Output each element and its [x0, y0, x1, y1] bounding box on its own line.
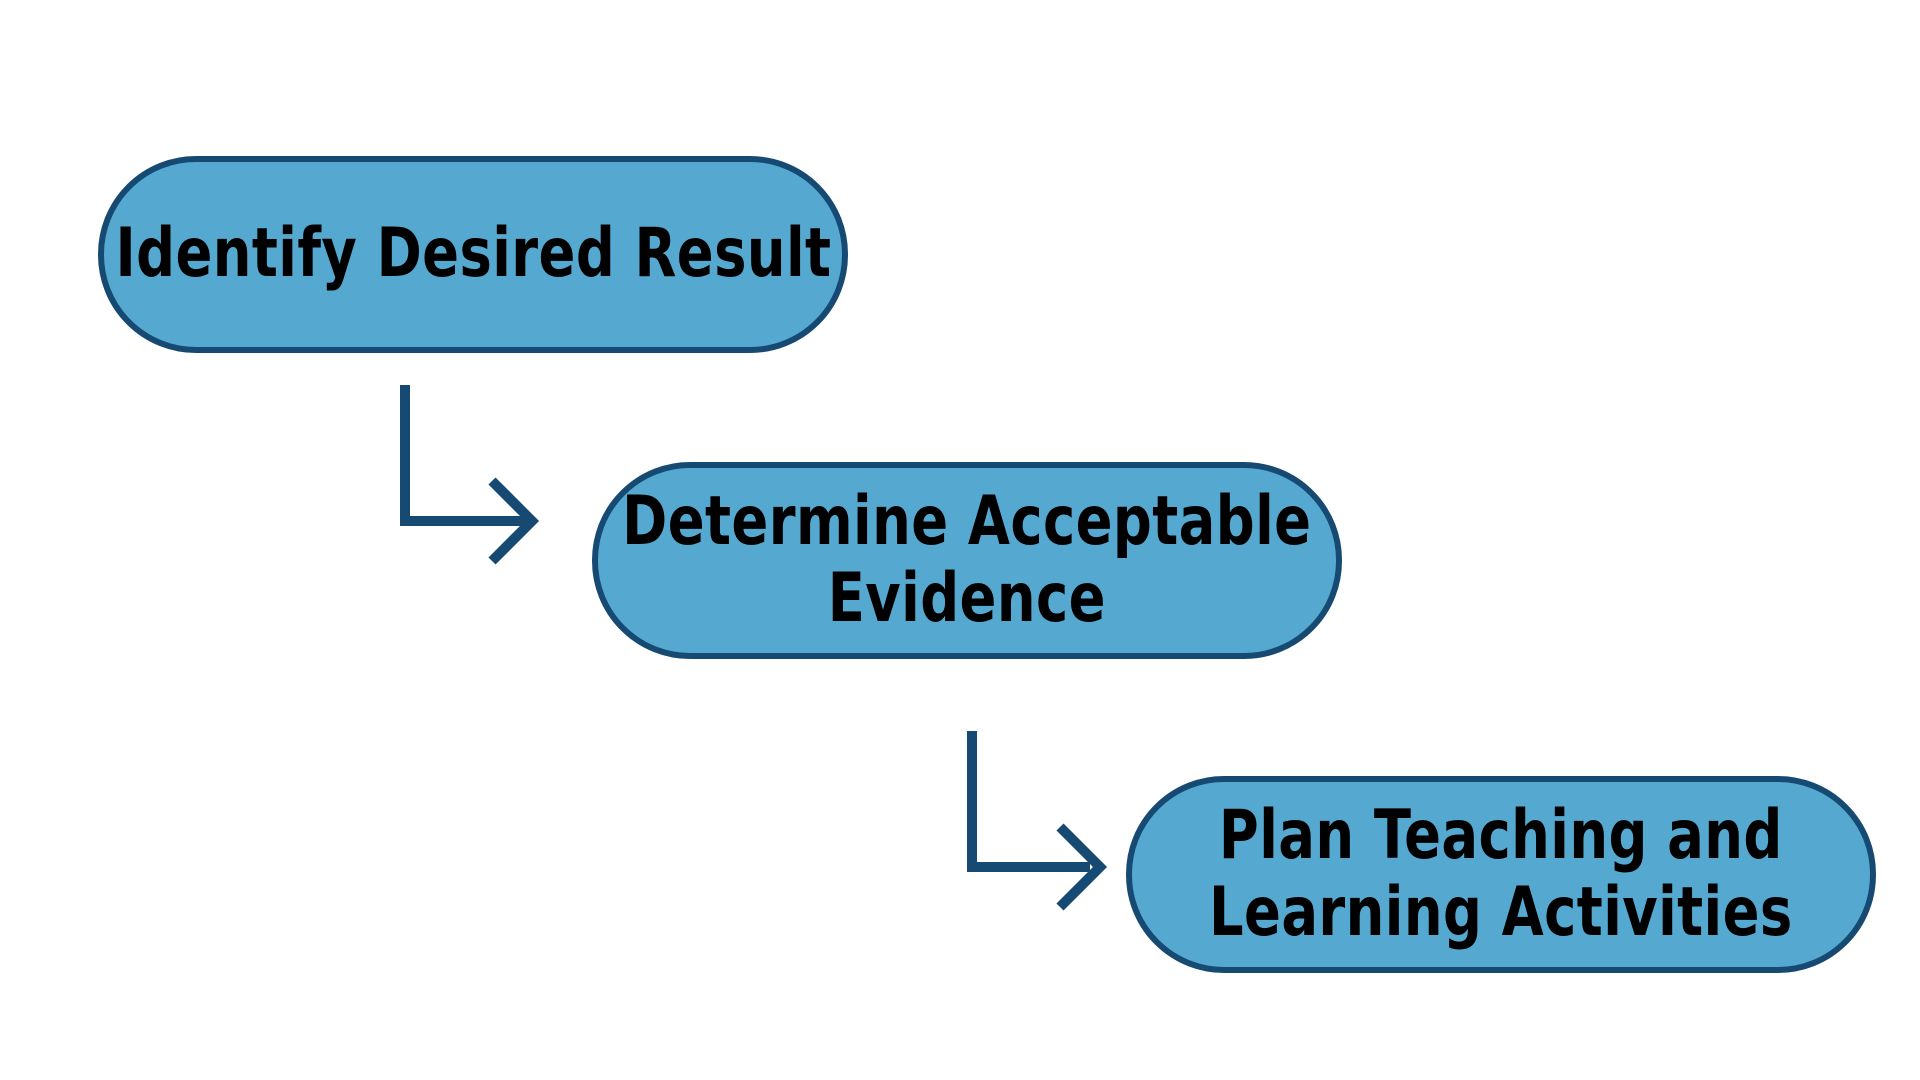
step-label-line: Evidence	[827, 558, 1107, 638]
step-label: Plan Teaching and Learning Activities	[1209, 798, 1793, 950]
step-identify-desired-result: Identify Desired Result	[98, 156, 848, 353]
step-label-line: Learning Activities	[1209, 872, 1793, 952]
step-label-line: Plan Teaching and	[1219, 796, 1783, 876]
connector-step1-to-step2	[400, 385, 540, 565]
arrowhead-right-icon	[488, 477, 540, 565]
step-label-line: Identify Desired Result	[115, 214, 831, 294]
connector-step2-to-step3	[967, 731, 1108, 911]
step-plan-teaching-learning-activities: Plan Teaching and Learning Activities	[1126, 776, 1876, 973]
connector-elbow-line	[400, 385, 530, 526]
step-determine-acceptable-evidence: Determine Acceptable Evidence	[592, 462, 1342, 659]
arrowhead-right-icon	[1056, 823, 1108, 911]
step-label: Identify Desired Result	[115, 216, 831, 292]
connector-elbow-line	[967, 731, 1090, 872]
step-label-line: Determine Acceptable	[622, 482, 1312, 562]
step-label: Determine Acceptable Evidence	[622, 484, 1311, 636]
